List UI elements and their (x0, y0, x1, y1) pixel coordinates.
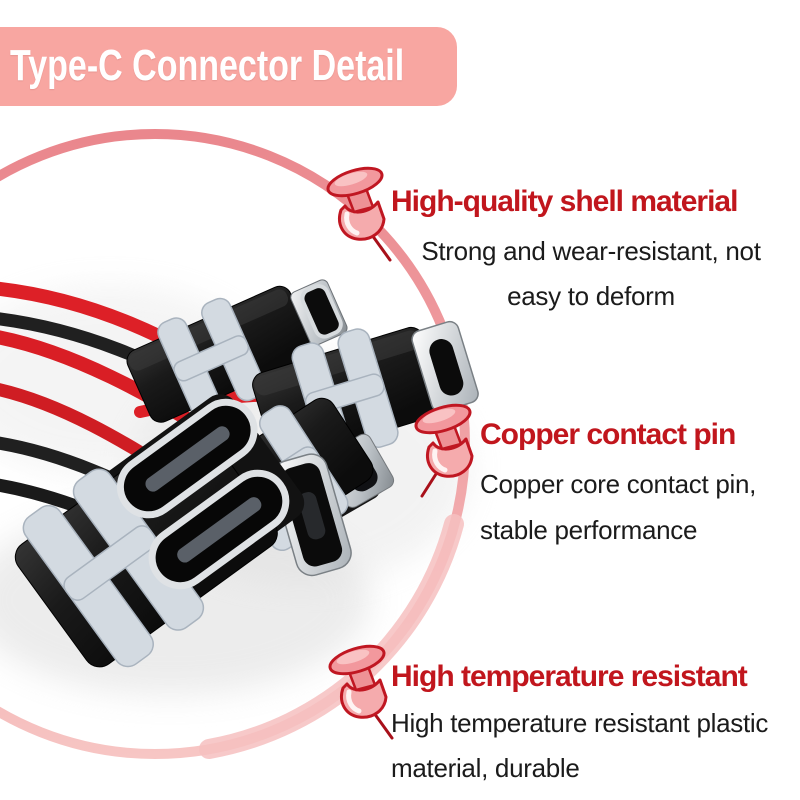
callout-contact-pin: Copper contact pin Copper core contact p… (480, 417, 800, 553)
usb-c-port (300, 284, 343, 339)
usb-c-port (429, 339, 464, 396)
callout-body-line: Strong and wear-resistant, not (421, 236, 761, 266)
silicone-gasket (22, 468, 205, 668)
usb-c-port (116, 398, 258, 519)
pushpin-needle (372, 711, 394, 740)
callout-heading: High-quality shell material (391, 185, 738, 218)
silicone-gasket (157, 297, 267, 421)
callout-shell-material: High-quality shell material Strong and w… (391, 184, 791, 319)
title-banner: Type-C Connector Detail (0, 27, 457, 106)
pushpin-icon (414, 403, 474, 498)
callout-body-line: High temperature resistant plastic (391, 708, 769, 738)
callout-heading: High temperature resistant (391, 660, 748, 693)
pushpin-icon (328, 644, 394, 740)
callout-body: Copper core contact pin, stable performa… (480, 461, 800, 553)
callout-body-line: material, durable (391, 753, 580, 783)
callout-heading: Copper contact pin (480, 418, 736, 451)
usb-c-port (148, 469, 290, 590)
type-c-connector (14, 394, 305, 668)
callout-body-line: Copper core contact pin, (480, 469, 757, 499)
callout-body: High temperature resistant plastic mater… (391, 701, 796, 791)
pushpin-needle (370, 233, 392, 262)
callout-body-line: stable performance (480, 515, 698, 545)
pushpin-icon (326, 166, 392, 262)
type-c-connector (126, 279, 348, 423)
page-title: Type-C Connector Detail (10, 41, 405, 91)
callout-temperature: High temperature resistant High temperat… (391, 659, 796, 791)
callout-body: Strong and wear-resistant, not easy to d… (391, 229, 791, 319)
pushpin-needle (420, 472, 438, 498)
callout-body-line: easy to deform (507, 281, 675, 311)
